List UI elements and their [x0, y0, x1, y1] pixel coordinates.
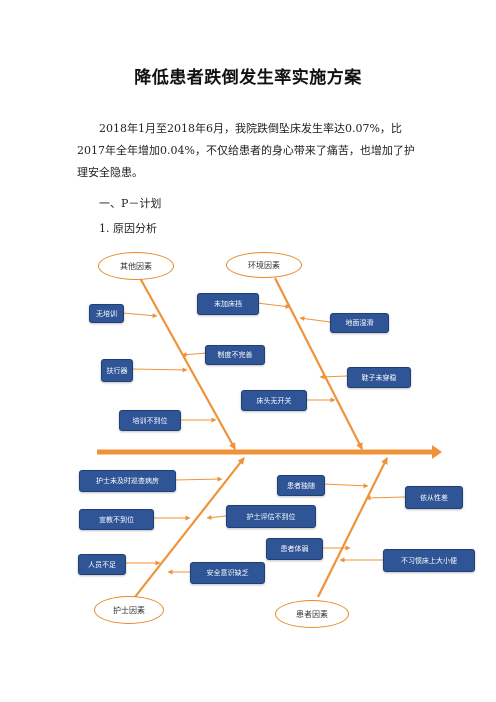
- arrow-wet-floor: [299, 316, 331, 323]
- cause-nurse-no-timely-check: 护士未及时巡查病房: [79, 470, 176, 492]
- subsection-heading: 1. 原因分析: [99, 222, 157, 235]
- cause-understaffed: 人员不足: [78, 554, 126, 575]
- cause-poor-compliance: 依从性差: [405, 486, 463, 509]
- cause-no-training: 无培训: [89, 304, 124, 323]
- cause-shoes: 鞋子未穿稳: [347, 367, 411, 388]
- cause-nurse-evaluation: 护士评估不到位: [226, 505, 316, 528]
- cause-patient-unescorted: 患者独随: [277, 475, 325, 496]
- cause-training-not-in-place: 培训不到位: [119, 410, 181, 431]
- cause-education-not-in-place: 宣教不到位: [79, 509, 154, 530]
- cause-toilet-habit: 不习惯床上大小便: [383, 549, 475, 572]
- bone-environment: [274, 277, 363, 450]
- category-other: 其他因素: [98, 252, 174, 280]
- cause-bedside-switch: 床头无开关: [241, 390, 307, 411]
- arrow-unescorted: [323, 483, 369, 489]
- cause-handrail: 扶行器: [101, 359, 133, 382]
- section-heading: 一、P－计划: [99, 197, 162, 210]
- spine-head: [432, 445, 442, 459]
- arrow-bed-rail: [256, 302, 291, 309]
- bone-other: [139, 277, 236, 450]
- cause-wet-floor: 地面湿滑: [330, 313, 389, 333]
- cause-incomplete-rules: 制度不完善: [205, 345, 265, 365]
- cause-no-bed-rail: 未加床挡: [197, 293, 259, 315]
- bone-patient: [317, 457, 388, 598]
- cause-patient-weak: 患者体弱: [266, 538, 323, 560]
- intro-paragraph: 2018年1月至2018年6月，我院跌倒坠床发生率达0.07%，比2017年全年…: [77, 122, 415, 179]
- arrow-shoes: [319, 374, 349, 380]
- arrow-compliance: [365, 495, 406, 501]
- bone-nurse: [134, 457, 245, 598]
- page-title: 降低患者跌倒发生率实施方案: [134, 68, 362, 88]
- arrow-nurse-eval: [206, 515, 227, 521]
- arrow-nurse-check: [173, 476, 223, 482]
- category-environment: 环境因素: [226, 252, 302, 278]
- category-nurse: 护士因素: [94, 596, 164, 624]
- category-patient: 患者因素: [275, 600, 349, 628]
- arrow-no-training: [122, 312, 158, 319]
- arrow-rules: [181, 352, 208, 358]
- arrow-handrail: [131, 367, 188, 373]
- cause-safety-awareness: 安全意识缺乏: [190, 562, 265, 584]
